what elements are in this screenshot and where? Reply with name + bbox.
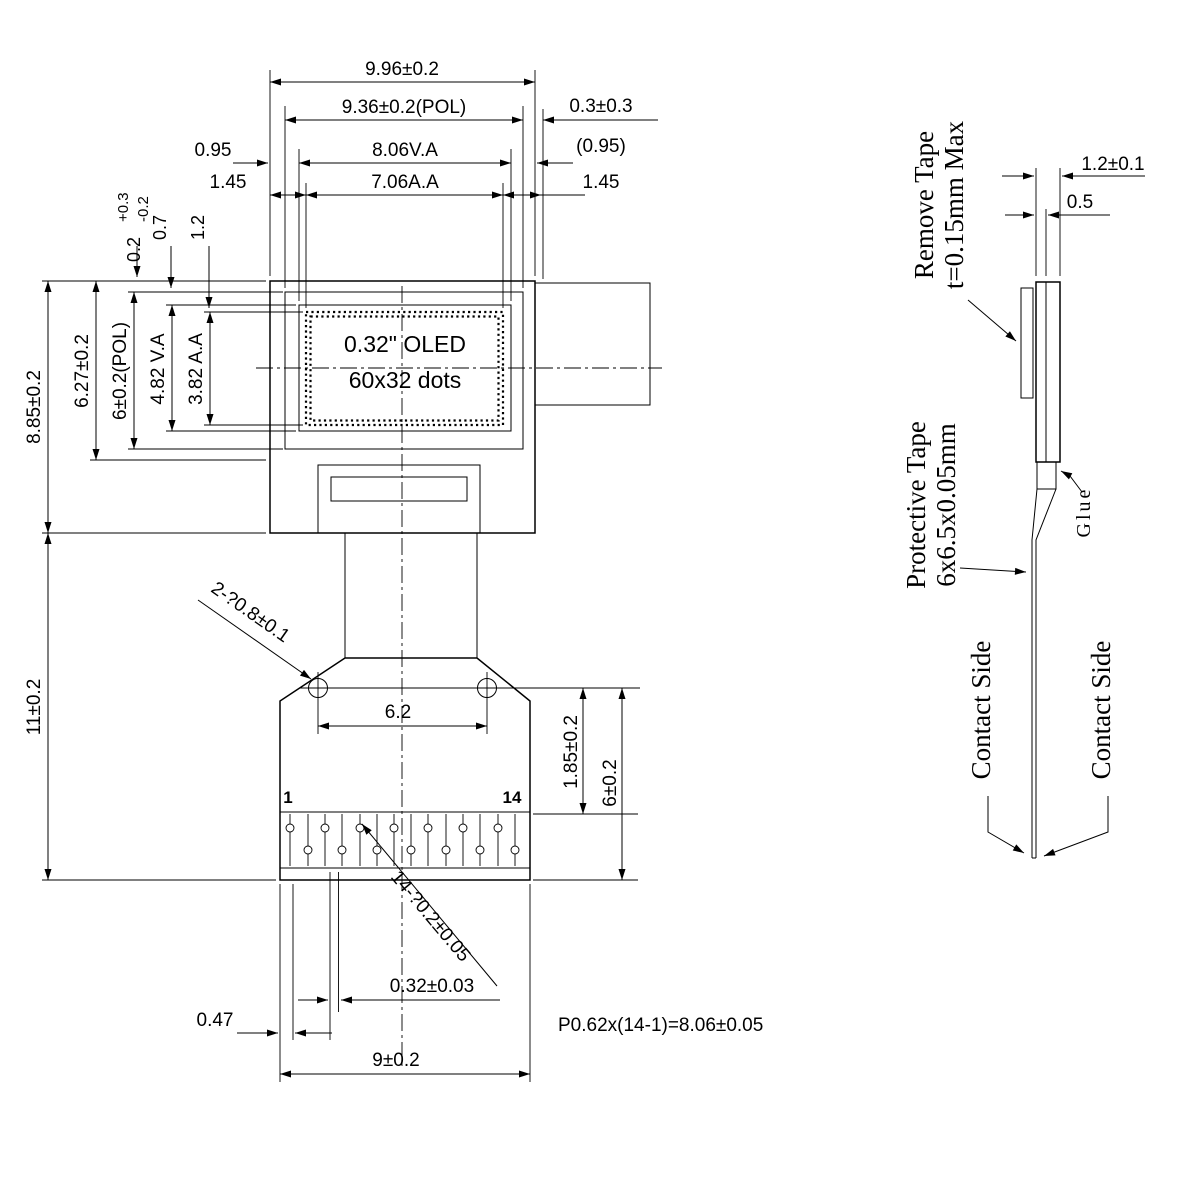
dim-pad-width: 0.32±0.03 bbox=[390, 976, 474, 997]
side-fpc-left-edge bbox=[1031, 488, 1038, 858]
protective-tape-label-line1: Protective Tape bbox=[901, 421, 931, 589]
pin-label-1: 1 bbox=[283, 788, 292, 807]
dim-hole-pitch: 6.2 bbox=[385, 702, 411, 723]
pin-label-14: 14 bbox=[503, 788, 522, 807]
dim-va-width: 8.06V.A bbox=[372, 140, 438, 161]
side-fpc-right-edge bbox=[1035, 488, 1057, 858]
front-view bbox=[269, 280, 651, 881]
dim-outer-width: 9.96±0.2 bbox=[365, 59, 439, 80]
dim-offset-plus: +0.3 bbox=[115, 192, 132, 222]
display-label-line1: 0.32" OLED bbox=[344, 331, 466, 357]
contact-side-label-right: Contact Side bbox=[1086, 641, 1116, 780]
remove-tape-label-line1: Remove Tape bbox=[909, 131, 939, 279]
glue-label: Glue bbox=[1073, 487, 1095, 538]
display-label-line2: 60x32 dots bbox=[349, 367, 462, 393]
dim-pol-width: 9.36±0.2(POL) bbox=[342, 97, 467, 118]
remove-tape-label-line2: t=0.15mm Max bbox=[939, 120, 969, 289]
dim-aa-height: 3.82 A.A bbox=[186, 333, 207, 405]
dim-half-thickness: 0.5 bbox=[1067, 192, 1093, 213]
dim-pad-offset: 1.85±0.2 bbox=[561, 715, 582, 789]
dim-margin-left: 0.95 bbox=[195, 140, 232, 161]
dim-inner-left: 1.45 bbox=[210, 172, 247, 193]
fpc-stem bbox=[344, 532, 478, 659]
contact-pads bbox=[285, 814, 520, 866]
dim-offset-12: 1.2 bbox=[188, 215, 208, 240]
dim-contact-height: 6±0.2 bbox=[600, 759, 621, 806]
dim-total-thickness: 1.2±0.1 bbox=[1081, 154, 1144, 175]
active-area-outline bbox=[304, 310, 505, 427]
polarizer-outline bbox=[284, 291, 524, 450]
dim-margin-right: (0.95) bbox=[576, 136, 626, 157]
dim-aa-width: 7.06A.A bbox=[371, 172, 439, 193]
dim-edge-gap: 0.3±0.3 bbox=[569, 96, 632, 117]
protective-tape-label-line2: 6x6.5x0.05mm bbox=[931, 423, 961, 587]
dim-va-height: 4.82 V.A bbox=[148, 333, 169, 404]
dimension-lines bbox=[44, 78, 1145, 1078]
dim-offset-nominal: 0.2 bbox=[124, 237, 144, 262]
dim-fpc-width: 9±0.2 bbox=[372, 1050, 419, 1071]
side-remove-tape bbox=[1020, 287, 1034, 399]
dim-panel-height: 6.27±0.2 bbox=[72, 334, 93, 408]
dim-pitch-formula: P0.62x(14-1)=8.06±0.05 bbox=[558, 1015, 763, 1036]
extension-lines bbox=[42, 70, 1061, 1082]
fpc-tab-window bbox=[330, 476, 468, 502]
dim-pol-height: 6±0.2(POL) bbox=[110, 322, 131, 420]
driver-hatch-block bbox=[534, 282, 651, 406]
dim-fpc-length: 11±0.2 bbox=[24, 679, 45, 736]
dim-inner-right: 1.45 bbox=[583, 172, 620, 193]
side-glue-hatch bbox=[1036, 461, 1057, 490]
contact-side-label-left: Contact Side bbox=[966, 641, 996, 780]
dim-offset-minus: -0.2 bbox=[135, 196, 152, 222]
dim-glass-height: 8.85±0.2 bbox=[24, 370, 45, 444]
active-area-outline-inner bbox=[309, 315, 500, 422]
dim-offset-07: 0.7 bbox=[150, 215, 170, 240]
dim-pad-margin: 0.47 bbox=[197, 1010, 234, 1031]
side-view bbox=[1020, 281, 1061, 859]
